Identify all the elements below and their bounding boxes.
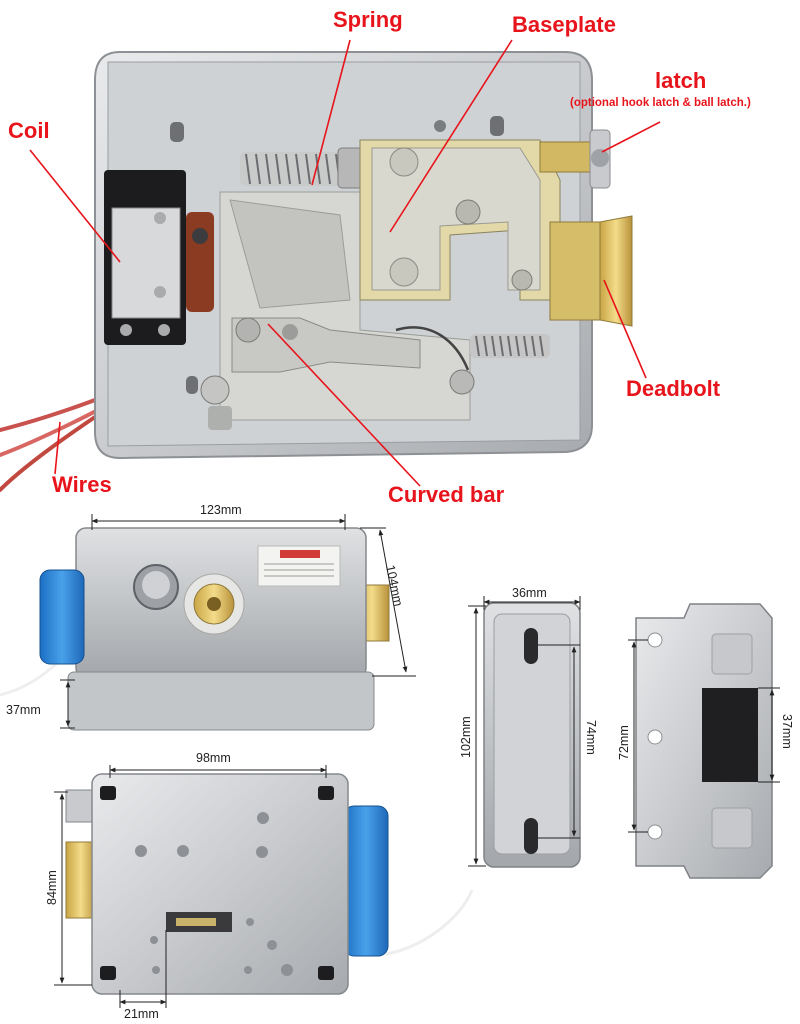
label-coil: Coil (8, 118, 50, 143)
dim-strike-slot: 74mm (584, 720, 598, 755)
dim-back-offset: 21mm (124, 1007, 159, 1021)
label-curved-bar: Curved bar (388, 482, 505, 507)
label-baseplate: Baseplate (512, 12, 616, 37)
plate-dimensions (628, 639, 780, 833)
label-deadbolt: Deadbolt (626, 376, 721, 401)
strike-plate (635, 603, 773, 879)
back-dimensions (54, 765, 327, 1008)
wire (379, 889, 474, 957)
blue-release-tab-back (343, 805, 389, 957)
label-latch-note: (optional hook latch & ball latch.) (570, 97, 751, 109)
strike-box (483, 602, 581, 868)
front-dimensions (60, 514, 416, 729)
label-latch: latch (655, 68, 706, 93)
dim-back-width: 98mm (196, 751, 231, 765)
label-spring: Spring (333, 7, 403, 32)
strike-dimensions (468, 596, 581, 867)
wire (0, 658, 62, 697)
dim-front-depth: 37mm (6, 703, 41, 717)
lock-interior-photo: Spring Baseplate latch (optional hook la… (0, 7, 751, 507)
dim-strike-width: 36mm (512, 586, 547, 600)
latch (539, 129, 611, 189)
lock-front-view (0, 527, 390, 731)
dim-plate-window: 37mm (780, 714, 794, 749)
dim-back-height: 84mm (45, 870, 59, 905)
curved-bar (200, 317, 550, 430)
dim-plate-height: 72mm (617, 725, 631, 760)
blue-release-tab (39, 569, 85, 665)
dim-strike-height: 102mm (459, 716, 473, 758)
spring (240, 147, 371, 189)
label-wires: Wires (52, 472, 112, 497)
deadbolt (549, 215, 633, 327)
coil (104, 170, 214, 345)
dim-front-width: 123mm (200, 503, 242, 517)
leader-lines (29, 39, 661, 487)
lock-back-view (65, 773, 474, 995)
